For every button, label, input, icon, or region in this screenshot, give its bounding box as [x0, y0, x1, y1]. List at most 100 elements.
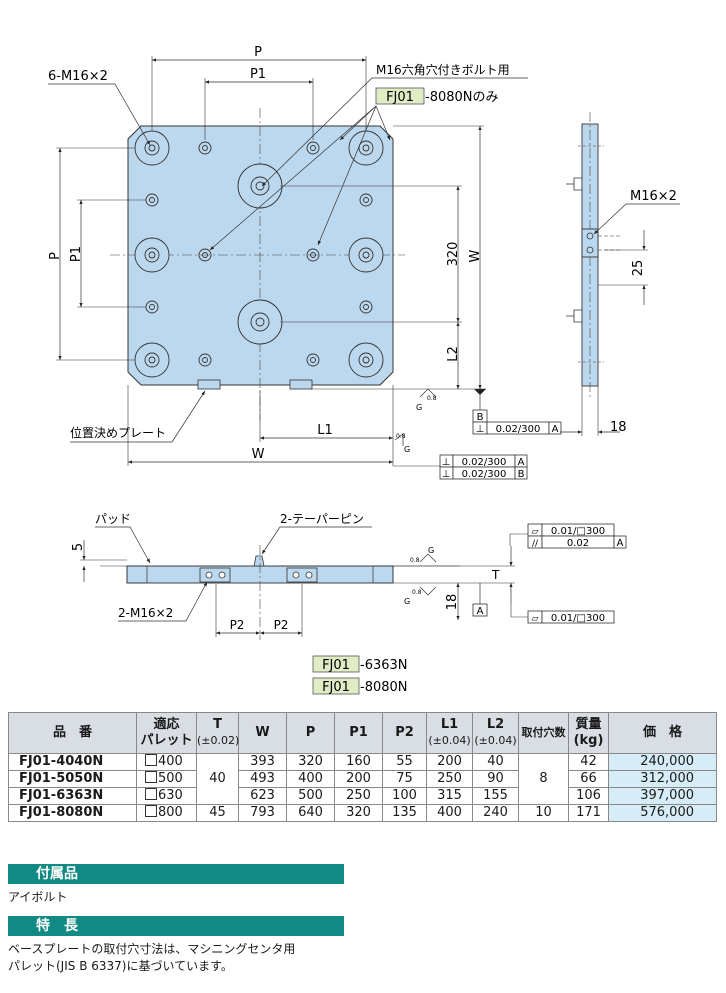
cell-P: 320: [286, 753, 335, 771]
tol-datum-A-2: A: [518, 457, 525, 468]
cell-L1: 400: [426, 804, 473, 822]
spec-table: 品 番 適応パレット T(±0.02) W P P1 P2 L1(±0.04) …: [8, 712, 717, 822]
cell-price: 576,000: [608, 804, 717, 822]
features-heading: 特 長: [8, 916, 344, 936]
model-8080: -8080N: [360, 680, 408, 695]
label-320: 320: [446, 242, 461, 267]
cell-L2: 90: [472, 770, 519, 788]
cell-P2: 55: [382, 753, 427, 771]
col-mass: 質量(kg): [568, 712, 609, 754]
table-row: FJ01-5050N 500 493 400 200 75 250 90 66 …: [8, 770, 717, 788]
col-T: T(±0.02): [196, 712, 239, 754]
cell-holes: 8: [518, 753, 569, 805]
label-6-m16x2: 6-M16×2: [48, 69, 108, 84]
cell-part: FJ01-5050N: [8, 770, 137, 788]
col-W: W: [238, 712, 287, 754]
cell-L2: 155: [472, 787, 519, 805]
cell-W: 623: [238, 787, 287, 805]
label-L1: L1: [317, 423, 333, 438]
locating-plate-left: [197, 379, 221, 390]
col-price: 価 格: [608, 712, 717, 754]
tol-value-4: 0.01/□300: [551, 526, 605, 537]
cell-price: 397,000: [608, 787, 717, 805]
table-row: FJ01-4040N 400 40 393 320 160 55 200 40 …: [8, 753, 717, 805]
cell-L2: 240: [472, 804, 519, 822]
label-P1-left: P1: [69, 246, 84, 262]
tol-flat-1: ▱: [532, 527, 539, 537]
label-m16x2-side: M16×2: [630, 189, 677, 204]
label-25: 25: [631, 260, 646, 277]
col-L2: L2(±0.04): [472, 712, 519, 754]
cell-L1: 315: [426, 787, 473, 805]
fj01-tag-top: [375, 87, 425, 105]
tol-datum-A-3: A: [617, 538, 624, 549]
fj01-tag-8080: FJ01: [322, 680, 350, 695]
cell-P: 640: [286, 804, 335, 822]
cell-P: 400: [286, 770, 335, 788]
cell-P1: 250: [334, 787, 383, 805]
side-view: M16×2 25 18: [560, 112, 680, 436]
cell-T: 40: [196, 753, 239, 805]
label-W-bottom: W: [252, 447, 265, 462]
locating-plate-right: [289, 379, 313, 390]
cell-mass: 171: [568, 804, 609, 822]
label-L2: L2: [446, 346, 461, 362]
g-mark-3-val: 0.8: [410, 557, 420, 564]
g-mark-1-val: 0.8: [427, 395, 437, 402]
technical-drawing: P P1 P P1 6-M16×2 M16六角穴付きボルト用 FJ01 -808…: [48, 45, 680, 695]
cell-W: 493: [238, 770, 287, 788]
table-row: FJ01-8080N 800 45 793 640 320 135 400 24…: [8, 804, 717, 822]
tol-value-3: 0.02/300: [462, 469, 507, 480]
table-row: FJ01-6363N 630 623 500 250 100 315 155 1…: [8, 787, 717, 805]
cell-P1: 160: [334, 753, 383, 771]
tol-par: //: [532, 539, 539, 549]
cell-P2: 100: [382, 787, 427, 805]
cell-part: FJ01-8080N: [8, 804, 137, 822]
tol-value-6: 0.01/□300: [551, 613, 605, 624]
taper-pin: [253, 555, 265, 567]
cell-W: 793: [238, 804, 287, 822]
base-plate-top: [127, 125, 394, 386]
tol-perp-2: ⊥: [442, 457, 451, 468]
label-2-m16x2: 2-M16×2: [118, 606, 173, 620]
g-mark-3: G: [428, 546, 434, 555]
label-P-left: P: [48, 252, 63, 260]
cell-pallet: 500: [136, 770, 197, 788]
cell-price: 312,000: [608, 770, 717, 788]
label-taper-pin: 2-テーパーピン: [280, 512, 364, 526]
bolt-block-right: [286, 567, 318, 583]
accessories-heading: 付属品: [8, 864, 344, 884]
col-P: P: [286, 712, 335, 754]
cell-mass: 42: [568, 753, 609, 771]
col-P2: P2: [382, 712, 427, 754]
model-6363: -6363N: [360, 658, 408, 673]
tol-flat-2: ▱: [532, 614, 539, 624]
cell-pallet: 800: [136, 804, 197, 822]
tol-datum-B-2: B: [518, 469, 525, 480]
cell-pallet: 400: [136, 753, 197, 771]
fj01-tag-top-text: FJ01: [386, 90, 414, 105]
label-T: T: [491, 568, 500, 582]
g-mark-2: G: [404, 445, 410, 454]
cell-price: 240,000: [608, 753, 717, 771]
label-pad: パッド: [95, 512, 131, 526]
tol-perp-3: ⊥: [442, 469, 451, 480]
cell-L2: 40: [472, 753, 519, 771]
tol-value-1: 0.02/300: [496, 424, 541, 435]
tol-datum-A-1: A: [552, 424, 559, 435]
features-text: ベースプレートの取付穴寸法は、マシニングセンタ用 パレット(JIS B 6337…: [8, 941, 295, 975]
accessories-text: アイボルト: [8, 890, 68, 904]
fj01-tag-6363: FJ01: [322, 658, 350, 673]
cell-P2: 75: [382, 770, 427, 788]
bolt-block-left: [199, 567, 231, 583]
col-holes: 取付穴数: [518, 712, 569, 754]
g-mark-2-val: 0.8: [396, 433, 406, 440]
features-line-2: パレット(JIS B 6337)に基づいています。: [8, 959, 233, 973]
tol-value-5: 0.02: [567, 538, 589, 549]
cell-P1: 320: [334, 804, 383, 822]
label-5: 5: [71, 543, 86, 551]
col-L1: L1(±0.04): [426, 712, 473, 754]
cell-P: 500: [286, 787, 335, 805]
label-P2-left: P2: [230, 618, 245, 632]
model-labels: FJ01 -6363N FJ01 -8080N: [312, 655, 408, 695]
